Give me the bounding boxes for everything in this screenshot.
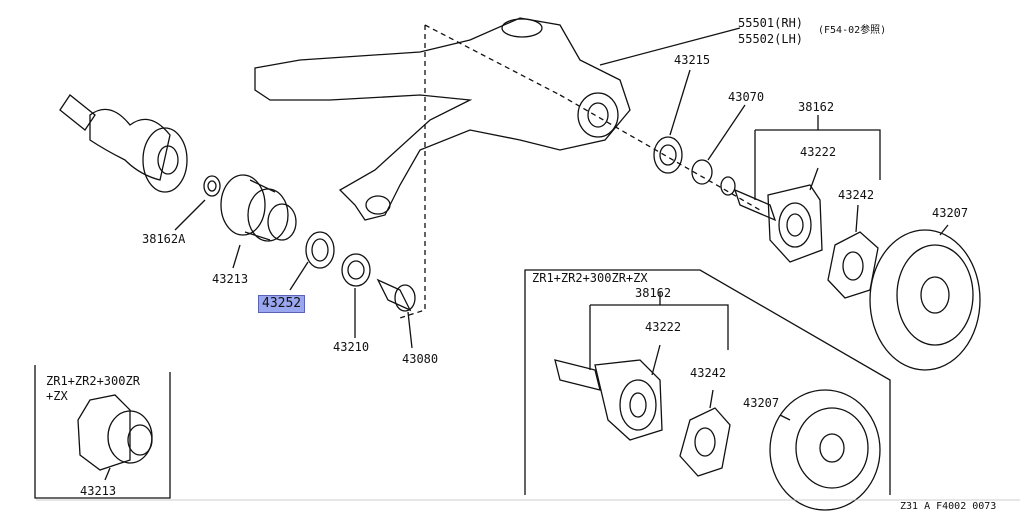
label-55501: 55501(RH) xyxy=(738,16,804,30)
inset-left-title-line1: ZR1+ZR2+300ZR xyxy=(46,374,140,388)
label-43207: 43207 xyxy=(932,206,969,220)
inset-hub-drawing xyxy=(77,394,153,471)
suspension-arm-drawing xyxy=(254,17,631,221)
label-38162A: 38162A xyxy=(142,232,186,246)
footer-code: Z31 A F4002 0073 xyxy=(900,501,997,512)
brake-disc-43207-drawing xyxy=(869,229,981,371)
drive-shaft-drawing xyxy=(59,94,188,193)
inset-right-title: ZR1+ZR2+300ZR+ZX xyxy=(532,271,648,285)
inset-right-label-38162: 38162 xyxy=(635,286,672,300)
hub-43213-drawing xyxy=(220,174,297,242)
label-43213: 43213 xyxy=(212,272,249,286)
label-43215: 43215 xyxy=(674,53,711,67)
label-43222: 43222 xyxy=(800,145,837,159)
label-38162: 38162 xyxy=(798,100,835,114)
inset-left-label-43213: 43213 xyxy=(80,484,117,498)
label-43242: 43242 xyxy=(838,188,875,202)
label-43210: 43210 xyxy=(333,340,370,354)
inset-disc-drawing xyxy=(769,389,881,511)
label-43252-highlighted[interactable]: 43252 xyxy=(258,295,306,313)
axle-shaft-43222-drawing xyxy=(733,184,823,263)
label-55502: 55502(LH) xyxy=(738,32,804,46)
label-reference: (F54-02参照) xyxy=(818,25,887,36)
inset-axle-drawing xyxy=(554,359,663,441)
inset-left-title-line2: +ZX xyxy=(46,389,68,403)
label-43080: 43080 xyxy=(402,352,439,366)
inset-right-label-43222: 43222 xyxy=(645,320,682,334)
inset-right-label-43207: 43207 xyxy=(743,396,780,410)
label-43070: 43070 xyxy=(728,90,765,104)
inset-right-label-43242: 43242 xyxy=(690,366,727,380)
